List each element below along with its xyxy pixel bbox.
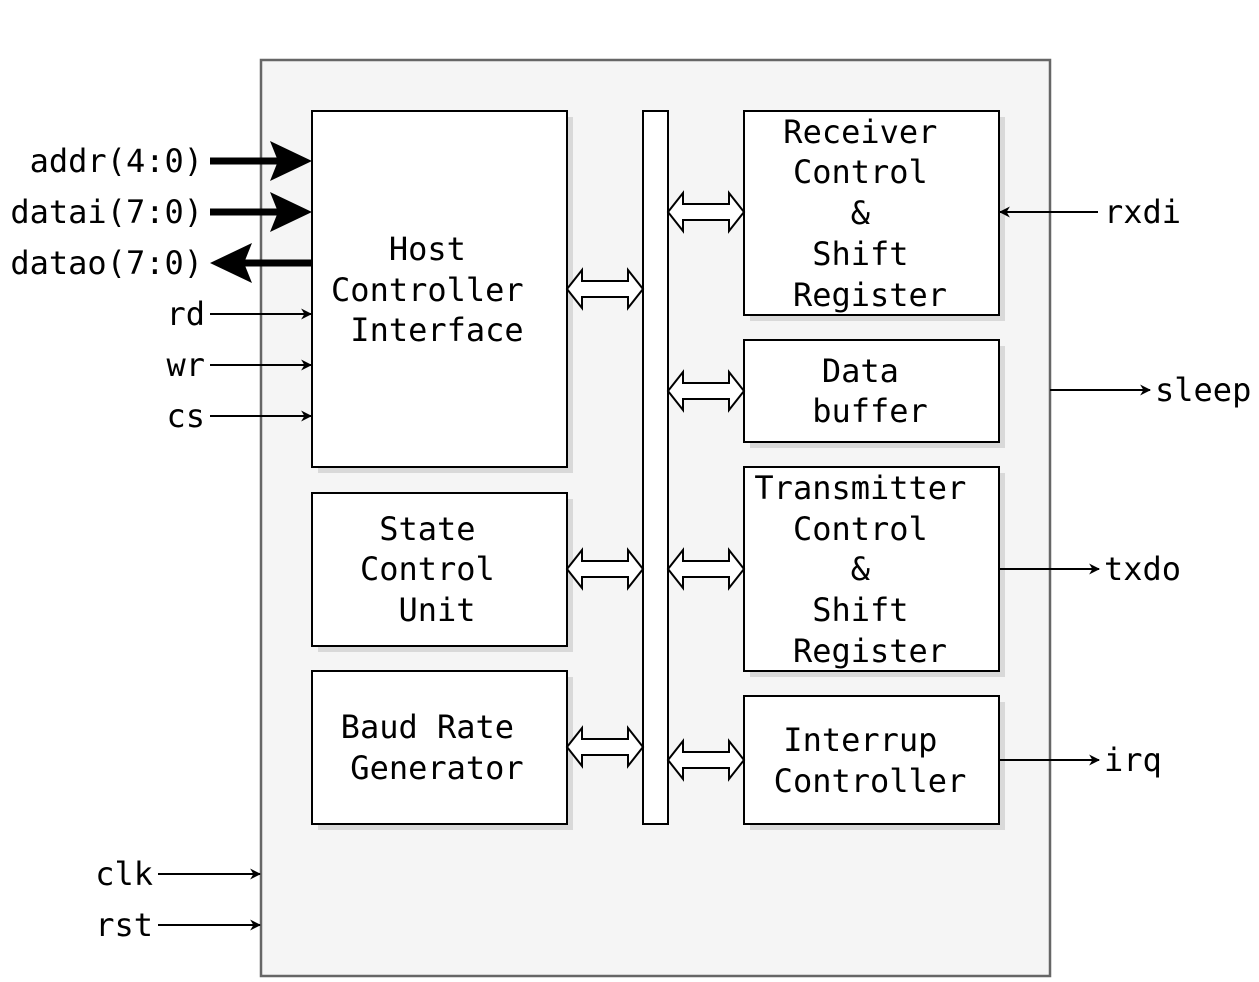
wr-label: wr: [166, 346, 205, 384]
datao-arrowhead: [210, 243, 252, 283]
rd-label: rd: [166, 295, 205, 333]
addr-arrowhead: [270, 141, 312, 181]
buffer-bus-arrow: [666, 369, 746, 413]
data-buffer-block: [743, 339, 1000, 443]
thick-signal-arrows: [210, 141, 312, 283]
cs-label: cs: [166, 397, 205, 435]
state-bus-arrow: [565, 547, 645, 591]
irq-label: irq: [1104, 741, 1162, 779]
datao-label: datao(7:0): [10, 244, 203, 282]
clk-label: clk: [95, 855, 153, 893]
receiver-bus-arrow: [666, 190, 746, 234]
baud-block-label: Baud Rate Generator: [341, 708, 534, 787]
addr-label: addr(4:0): [30, 142, 203, 180]
state-block-label: State Control Unit: [360, 510, 514, 629]
rst-label: rst: [95, 906, 153, 944]
sleep-label: sleep: [1155, 371, 1251, 409]
receiver-block-label: Receiver Control & Shift Register: [783, 113, 956, 314]
host-bus-arrow: [565, 267, 645, 311]
baud-rate-generator-block: [311, 670, 568, 825]
thin-signal-arrows: [158, 206, 1152, 931]
internal-bus: [642, 110, 669, 825]
interrupt-controller-block: [743, 695, 1000, 825]
bus-arrows: [565, 190, 746, 782]
interrupt-block-label: Interrup Controller: [774, 721, 967, 800]
datai-label: datai(7:0): [10, 193, 203, 231]
host-block-label: Host Controller Interface: [331, 230, 543, 349]
transmitter-bus-arrow: [666, 547, 746, 591]
baud-bus-arrow: [565, 725, 645, 769]
transmitter-block-label: Transmitter Control & Shift Register: [754, 469, 985, 670]
datai-arrowhead: [270, 192, 312, 232]
rxdi-label: rxdi: [1104, 193, 1181, 231]
interrupt-bus-arrow: [666, 738, 746, 782]
receiver-control-block: [743, 110, 1000, 316]
transmitter-control-block: [743, 466, 1000, 672]
txdo-label: txdo: [1104, 550, 1181, 588]
buffer-block-label: Data buffer: [812, 352, 928, 430]
state-control-unit-block: [311, 492, 568, 647]
